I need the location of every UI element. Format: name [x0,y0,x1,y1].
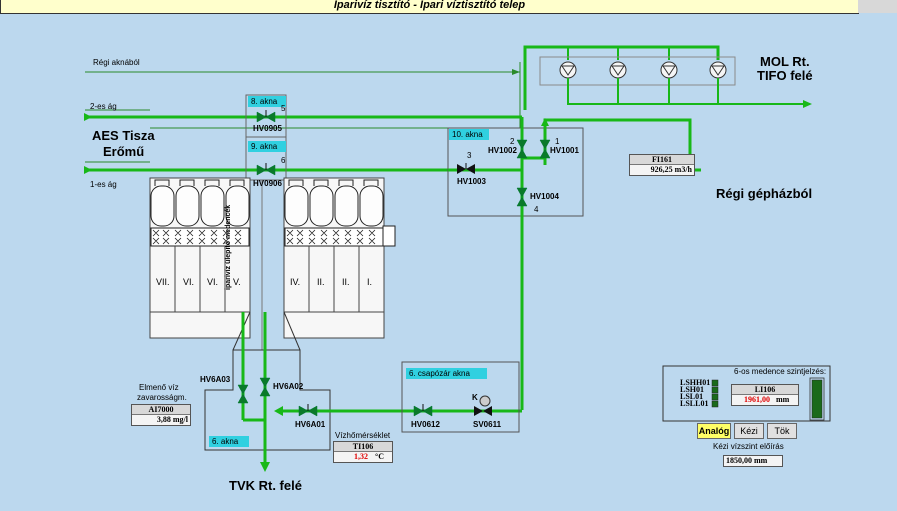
pump-4-icon [709,61,727,79]
hv6a03-valve-icon [237,384,249,395]
level-panel-title: 6-os medence szintjelzés: [734,367,827,376]
level-panel-frame [662,365,831,422]
lsll01-label: LSLL01 [680,399,709,408]
valve-num-5: 5 [281,104,286,113]
label-tifo: TIFO felé [757,68,813,83]
lsl01-label: LSL01 [680,392,704,401]
hv6a01-label[interactable]: HV6A01 [295,420,326,429]
label-1-es-ag: 1-es ág [90,180,117,189]
label-zavarossag: zavarosságm. [137,393,187,402]
ai7000-value: 3,88 mg/l [156,415,188,424]
level-switch-list: LSHH01 LSH01 LSL01 LSLL01 [680,378,711,408]
hv1002-valve-icon [516,139,528,150]
hv0612-valve-icon [413,405,424,417]
ti106-tag: TI106 [334,442,392,452]
label-eromu: Erőmű [103,144,145,159]
hv0906-label[interactable]: HV0906 [253,179,282,188]
valve-num-3: 3 [467,151,472,160]
valve-num-2: 2 [510,137,515,146]
kezi-vizszint-input[interactable]: 1850,00 mm [723,455,783,467]
hv1004-valve-icon [516,187,528,198]
pump-1-icon [559,61,577,79]
fi161-display: FI161 926,25 m3/h [629,154,695,176]
ti106-value: 1,32 [354,452,368,461]
kezi-vizszint-unit: mm [754,456,768,465]
hv6a03-label[interactable]: HV6A03 [200,375,231,384]
akna-6-label: 6. akna [209,436,249,447]
akna-6-outline [204,349,331,451]
kezi-vizszint-value: 1850,00 [726,456,752,465]
basin-label-iv: IV. [290,277,301,287]
hv1003-valve-icon [457,164,475,174]
hv6a01-valve-icon [298,405,309,417]
csapozar-akna-label: 6. csapózár akna [406,368,487,379]
label-mol: MOL Rt. [760,54,810,69]
li106-value: 1961,00 [744,395,770,404]
hv6a02-label[interactable]: HV6A02 [273,382,304,391]
ti106-display: TI106 1,32 °C [333,441,393,463]
li106-display: LI106 1961,00 mm [731,384,799,406]
label-aes-tisza: AES Tisza [92,128,155,143]
sv0611-valve-icon [474,395,492,416]
hv6a02-valve-icon [259,377,271,388]
hv1001-valve-icon [539,139,551,150]
kezi-vizszint-label: Kézi vízszint előírás [713,442,784,451]
basin-label-v: V. [233,277,241,287]
sv0611-label[interactable]: SV0611 [473,420,502,429]
ai7000-tag: AI7000 [132,405,190,415]
hv0612-label[interactable]: HV0612 [411,420,440,429]
hv0905-label[interactable]: HV0905 [253,124,282,133]
label-2-es-ag: 2-es ág [90,102,117,111]
pump-2-icon [609,61,627,79]
akna-10-label: 10. akna [449,129,489,140]
hv0906-valve-icon [256,164,267,176]
valve-k: K [472,393,478,402]
fi161-value: 926,25 m3/h [650,165,692,174]
valve-num-1: 1 [555,137,560,146]
hv0905-valve-icon [256,111,267,123]
kezi-button[interactable]: Kézi [734,423,764,439]
label-medence-vertical: iparivíz ülepítő medencék [225,204,232,290]
label-regi-aknabol: Régi aknából [93,58,140,67]
basin-label-ii-2: II. [342,277,350,287]
hv1004-label[interactable]: HV1004 [530,192,559,201]
title-edge [858,0,897,13]
valve-num-4: 4 [534,205,539,214]
fi161-tag: FI161 [630,155,694,165]
hv1003-label[interactable]: HV1003 [457,177,486,186]
label-tvk: TVK Rt. felé [229,478,302,493]
akna-8-label: 8. akna [248,96,286,107]
pump-3-icon [660,61,678,79]
hv1001-label[interactable]: HV1001 [550,146,579,155]
valve-num-6: 6 [281,156,286,165]
label-elmeno-viz: Elmenő víz [139,383,179,392]
lsh01-label: LSH01 [680,385,705,394]
tok-button[interactable]: Tök [767,423,797,439]
ai7000-display: AI7000 3,88 mg/l [131,404,191,426]
analog-button[interactable]: Analóg [697,423,731,439]
ti106-unit: °C [375,452,384,461]
hv1002-label[interactable]: HV1002 [488,146,517,155]
li106-unit: mm [776,395,790,404]
label-regi-gephaz: Régi gépházból [716,186,813,201]
lshh01-label: LSHH01 [680,378,711,387]
basin-label-i: I. [367,277,373,287]
label-vizhomerseklet: Vízhőmérséklet [335,431,391,440]
basin-label-ii: II. [317,277,325,287]
basin-label-vii: VII. [156,277,170,287]
li106-tag: LI106 [732,385,798,395]
akna-9-label: 9. akna [248,141,286,152]
pipe-mol [523,45,720,110]
basin-label-vi-2: VI. [207,277,219,287]
basin-label-vi: VI. [183,277,195,287]
